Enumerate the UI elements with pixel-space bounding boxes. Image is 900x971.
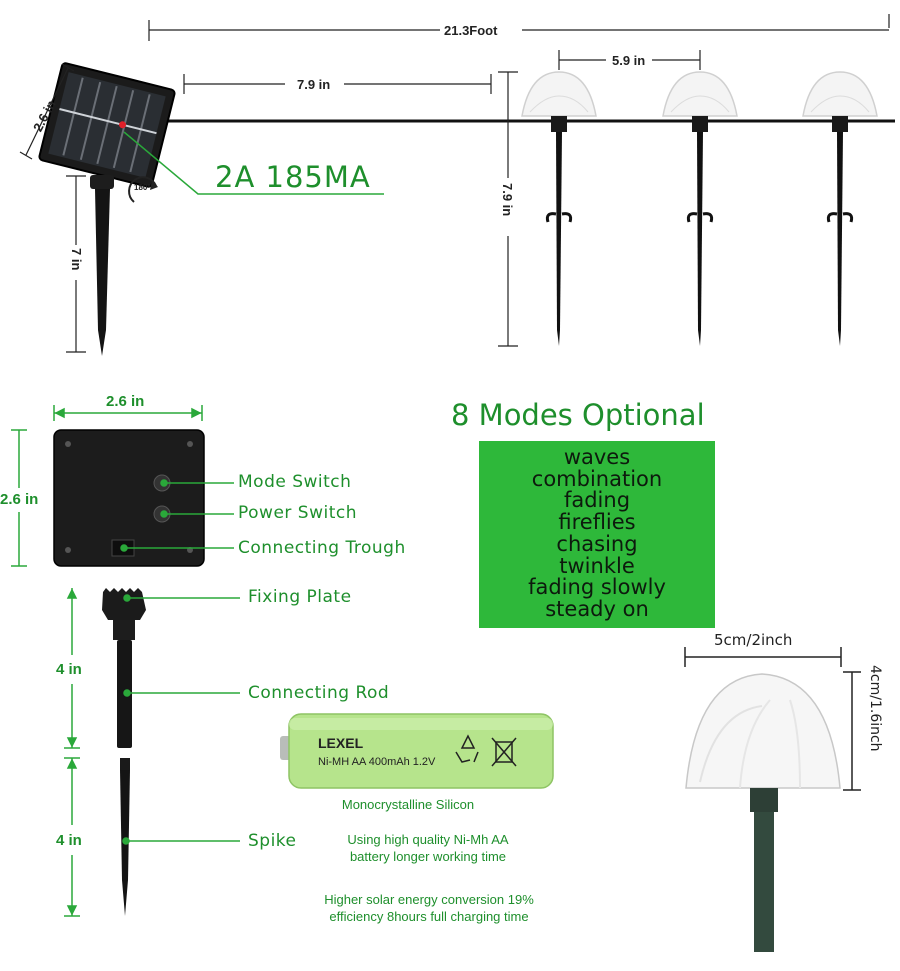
spike-length-label: 4 in bbox=[56, 832, 82, 849]
battery-note-2: Using high quality Ni-Mh AA bbox=[347, 832, 509, 847]
battery-brand: LEXEL bbox=[318, 735, 364, 751]
light-height-dimension bbox=[498, 71, 518, 347]
modes-list: waves combination fading fireflies chasi… bbox=[479, 441, 715, 621]
stake-leader-lines bbox=[122, 594, 240, 845]
mushroom-light-2 bbox=[662, 71, 738, 346]
panel-to-light-dimension bbox=[183, 74, 492, 94]
solar-panel bbox=[38, 62, 176, 188]
rotation-label: 180° bbox=[134, 183, 151, 192]
modes-title: 8 Modes Optional bbox=[451, 398, 705, 432]
mode-switch-label: Mode Switch bbox=[238, 472, 352, 492]
light-head-closeup bbox=[685, 673, 841, 952]
battery-image bbox=[280, 713, 554, 789]
rod-length-label: 4 in bbox=[56, 661, 82, 678]
mode-item: fireflies bbox=[558, 510, 636, 535]
panel-to-light-label: 7.9 in bbox=[297, 77, 331, 92]
total-length-dimension bbox=[148, 14, 890, 41]
mode-item: fading slowly bbox=[528, 575, 666, 600]
mode-item: steady on bbox=[545, 596, 649, 621]
panel-back-height-label: 2.6 in bbox=[0, 491, 39, 508]
light-head-width-label: 5cm/2inch bbox=[714, 631, 793, 649]
connecting-trough-label: Connecting Trough bbox=[238, 538, 406, 558]
recycle-icon bbox=[455, 734, 479, 763]
panel-stake bbox=[90, 175, 114, 356]
panel-back-height-dimension bbox=[11, 429, 27, 567]
mushroom-light-1 bbox=[521, 71, 597, 346]
mode-item: twinkle bbox=[559, 553, 635, 578]
panel-back-width-label: 2.6 in bbox=[106, 393, 145, 410]
panel-stake-dimension bbox=[66, 175, 86, 353]
light-spacing-dimension bbox=[558, 50, 701, 70]
spec-label: 2A 185MA bbox=[215, 160, 371, 194]
light-head-height-dimension bbox=[843, 671, 861, 791]
light-head-width-dimension bbox=[684, 647, 842, 667]
connecting-rod bbox=[113, 620, 135, 748]
light-height-label: 7.9 in bbox=[500, 183, 515, 217]
panel-back bbox=[53, 429, 205, 567]
battery-note-5: efficiency 8hours full charging time bbox=[329, 909, 529, 924]
rotation-arrow-icon bbox=[128, 176, 158, 203]
battery-note-4: Higher solar energy conversion 19% bbox=[324, 892, 534, 907]
panel-side-dimension bbox=[19, 63, 75, 160]
crossed-bin-icon bbox=[491, 737, 517, 767]
spike-length-dimension bbox=[64, 757, 80, 917]
mushroom-light-3 bbox=[802, 71, 878, 346]
mode-item: waves bbox=[563, 445, 631, 469]
light-spacing-label: 5.9 in bbox=[612, 53, 646, 68]
spike-label: Spike bbox=[248, 831, 297, 851]
battery-note-3: battery longer working time bbox=[349, 849, 507, 864]
total-length-label: 21.3Foot bbox=[444, 23, 498, 38]
power-switch-label: Power Switch bbox=[238, 503, 358, 523]
mode-item: chasing bbox=[556, 531, 638, 556]
panel-stake-label: 7 in bbox=[69, 248, 84, 271]
rod-length-dimension bbox=[64, 588, 80, 749]
fixing-plate bbox=[102, 588, 146, 620]
fixing-plate-label: Fixing Plate bbox=[248, 587, 352, 607]
mode-item: fading bbox=[563, 488, 631, 513]
panel-back-width-dimension bbox=[53, 405, 203, 421]
connecting-rod-label: Connecting Rod bbox=[248, 683, 390, 703]
battery-note-1: Monocrystalline Silicon bbox=[341, 797, 475, 812]
spike bbox=[120, 758, 130, 916]
panel-leader-lines bbox=[120, 479, 234, 552]
modes-box: waves combination fading fireflies chasi… bbox=[479, 441, 715, 628]
spec-leader-line bbox=[123, 131, 384, 195]
battery-spec: Ni-MH AA 400mAh 1.2V bbox=[318, 756, 436, 768]
mode-item: combination bbox=[531, 466, 663, 491]
light-head-height-label: 4cm/1.6inch bbox=[867, 665, 883, 752]
